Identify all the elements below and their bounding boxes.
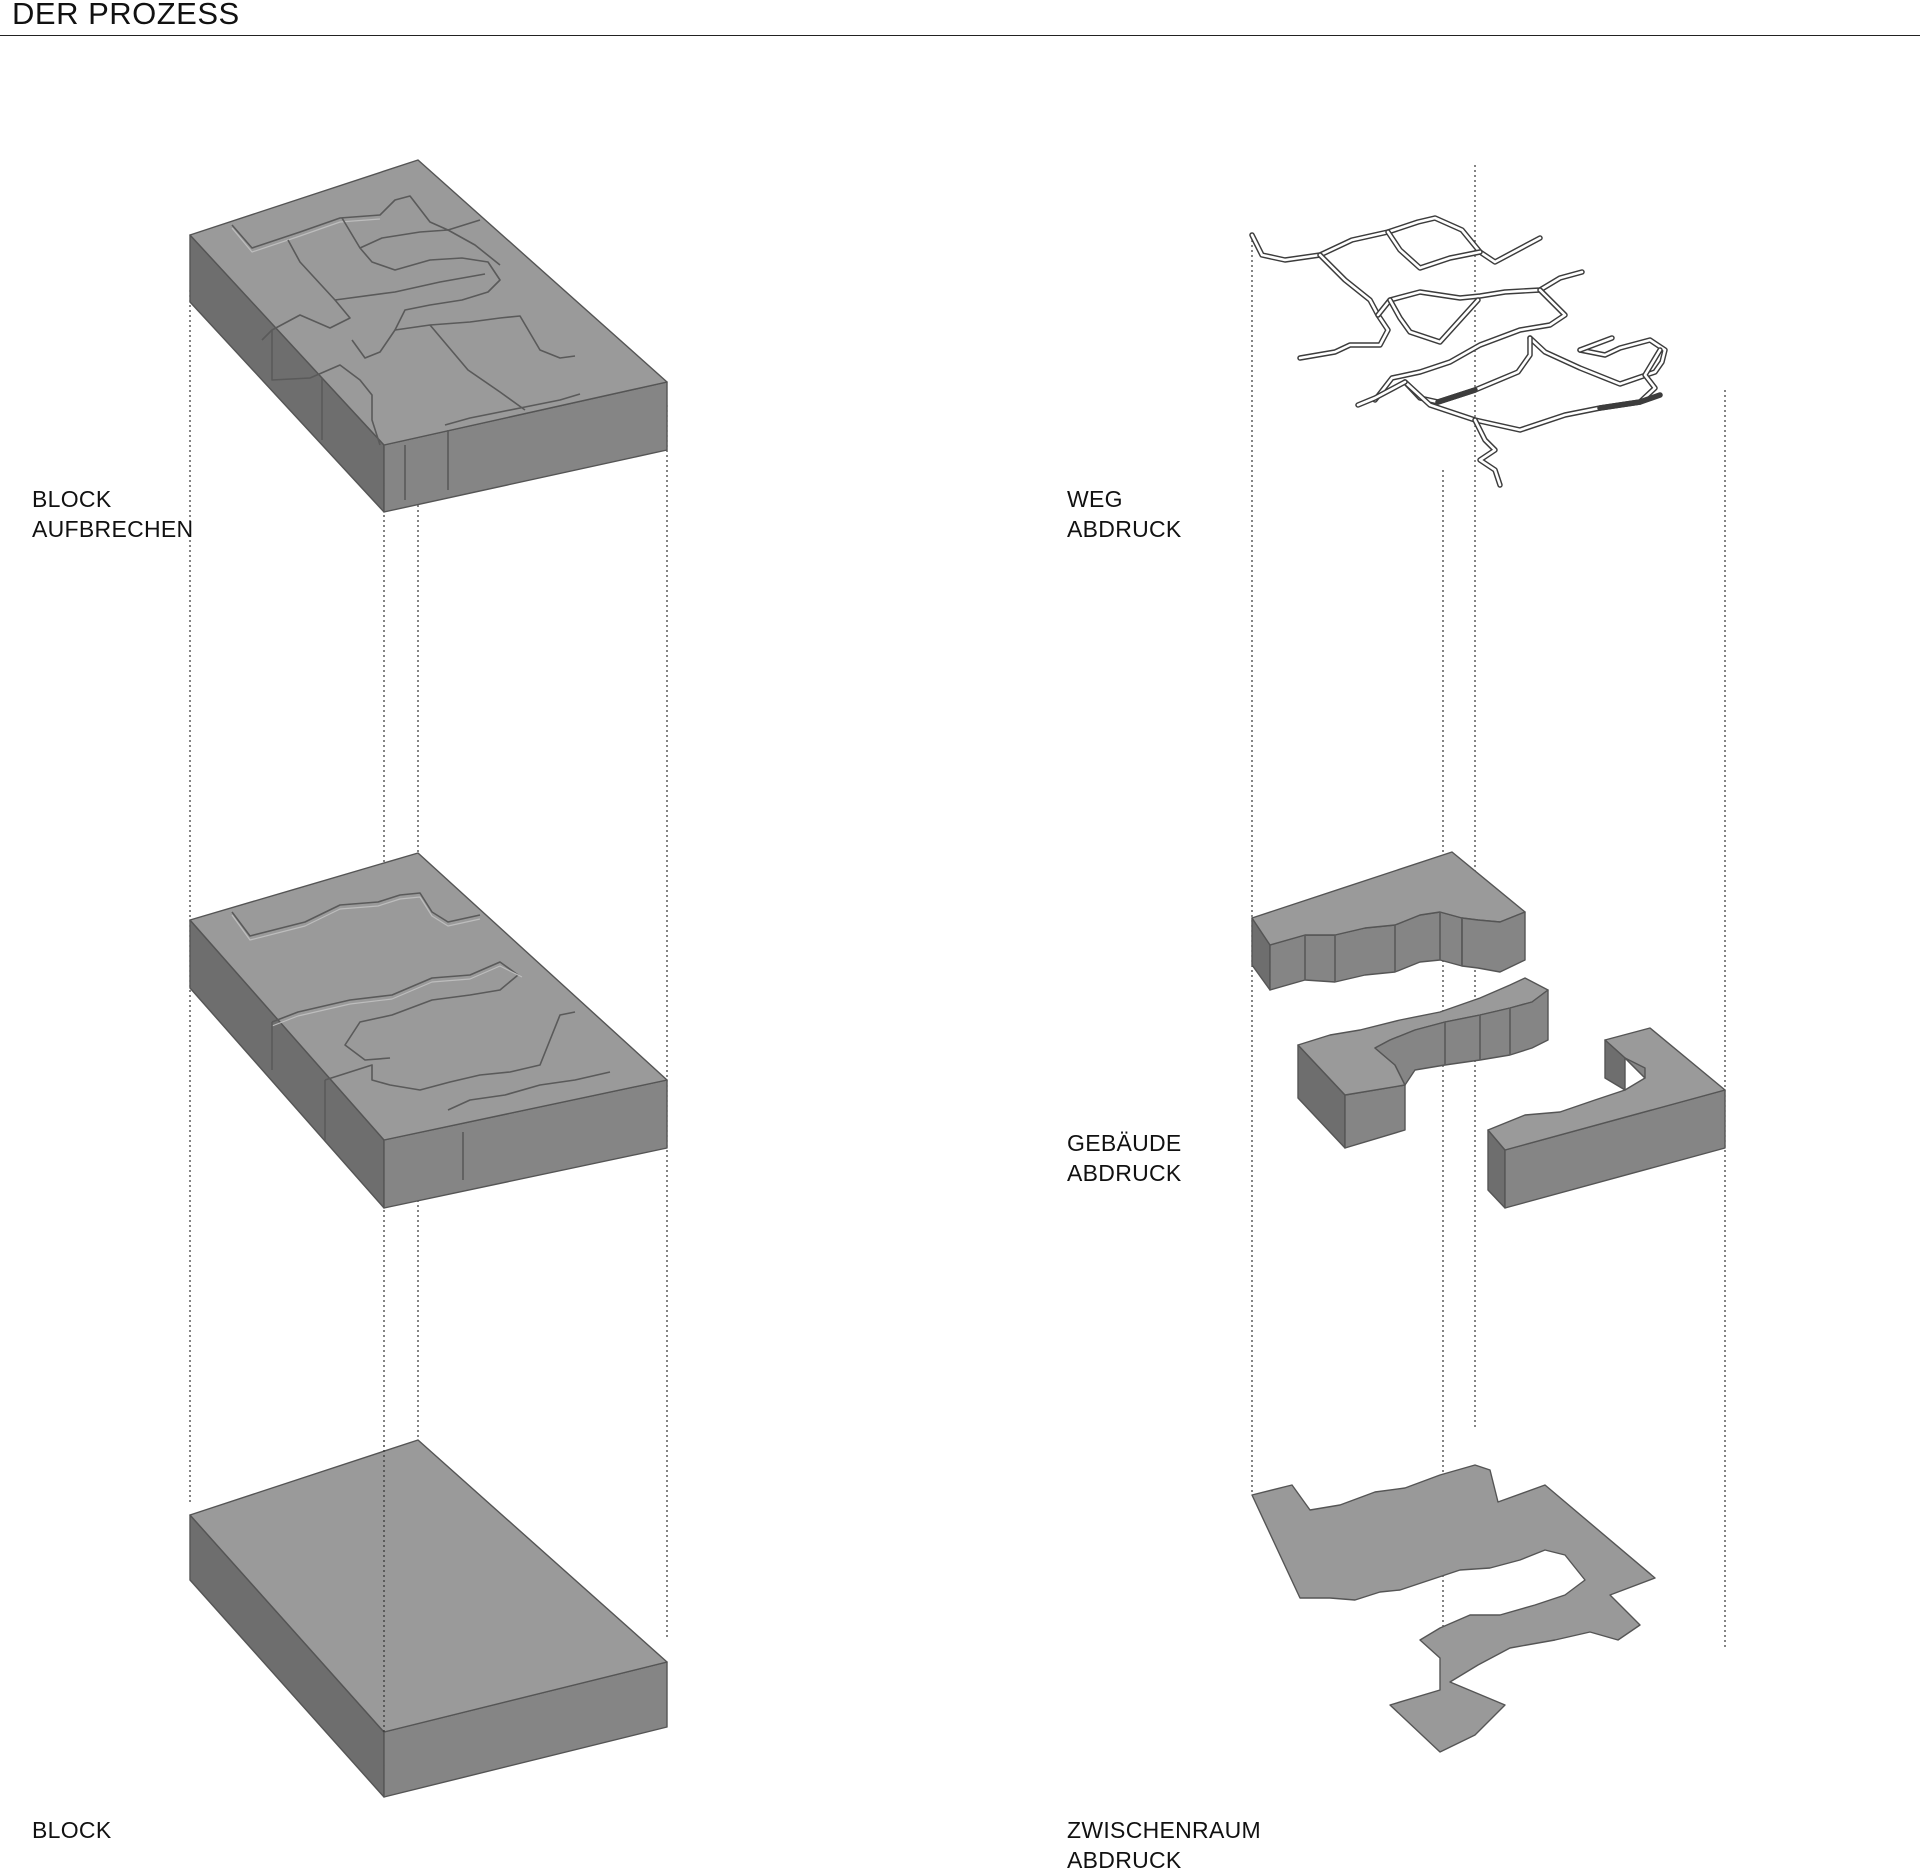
label-gebaeude-abdruck-line-2: ABDRUCK xyxy=(1067,1160,1182,1186)
label-block-line-1: BLOCK xyxy=(32,1817,112,1843)
path-network xyxy=(1249,215,1668,488)
label-block-aufbrechen: BLOCK AUFBRECHEN xyxy=(32,484,193,544)
label-weg-abdruck: WEG ABDRUCK xyxy=(1067,484,1182,544)
block-grooved xyxy=(189,852,668,1209)
label-block-aufbrechen-line-2: AUFBRECHEN xyxy=(32,516,194,542)
label-zwischenraum-abdruck-line-2: ABDRUCK xyxy=(1067,1847,1182,1873)
block-broken xyxy=(189,159,668,513)
page-title: DER PROZESS xyxy=(12,0,240,31)
label-zwischenraum-abdruck-line-1: ZWISCHENRAUM xyxy=(1067,1817,1261,1843)
label-block: BLOCK xyxy=(32,1815,111,1845)
label-block-aufbrechen-line-1: BLOCK xyxy=(32,486,112,512)
right-guide-lines xyxy=(1251,165,1726,1745)
label-gebaeude-abdruck-line-1: GEBÄUDE xyxy=(1067,1130,1182,1156)
block-solid xyxy=(189,1439,668,1798)
building-footprints xyxy=(1251,851,1726,1209)
label-zwischenraum-abdruck: ZWISCHENRAUM ABDRUCK xyxy=(1067,1815,1261,1875)
title-rule xyxy=(0,35,1920,36)
label-gebaeude-abdruck: GEBÄUDE ABDRUCK xyxy=(1067,1128,1182,1188)
in-between-space xyxy=(1251,1464,1656,1753)
label-weg-abdruck-line-2: ABDRUCK xyxy=(1067,516,1182,542)
label-weg-abdruck-line-1: WEG xyxy=(1067,486,1123,512)
